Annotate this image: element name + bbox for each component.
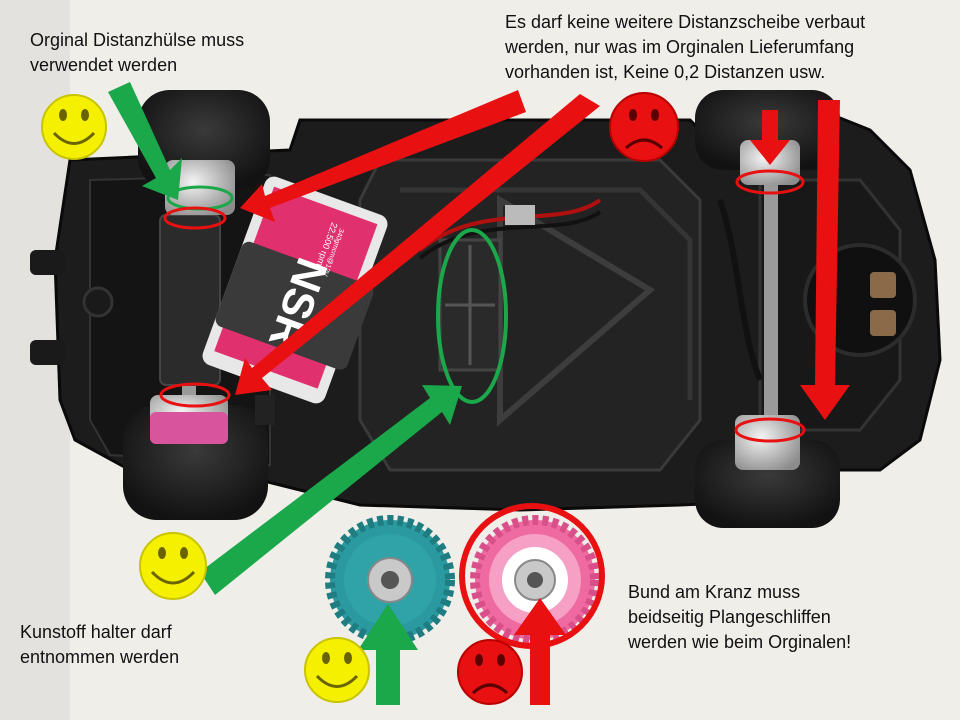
annotation-plastic-holder: Kunstoff halter darf entnommen werden bbox=[20, 622, 180, 667]
annotation-no-extra-spacer: Es darf keine weitere Distanzscheibe ver… bbox=[505, 12, 866, 82]
plastic-holder-ellipse bbox=[436, 228, 508, 404]
sad-smiley-icon bbox=[457, 639, 523, 705]
ok-arrows bbox=[108, 82, 462, 705]
front-axle bbox=[764, 120, 778, 450]
bad-arrows bbox=[235, 90, 850, 705]
annotation-original-spacer: Orginal Distanzhülse muss verwendet werd… bbox=[30, 30, 245, 75]
teal-spur-gear bbox=[325, 515, 455, 645]
happy-smiley-icon bbox=[139, 532, 207, 600]
motor: NSR 22.500 rpm 340gmcm@12V bbox=[202, 176, 388, 425]
happy-smiley-icon bbox=[41, 94, 107, 160]
bad-spacer-ellipse-front-top bbox=[735, 169, 805, 195]
bad-spacer-ellipse-front-bottom bbox=[734, 417, 806, 443]
bad-spacer-ellipse-rear-bottom bbox=[159, 382, 231, 408]
annotation-gear-hub: Bund am Kranz muss beidseitig Plangeschl… bbox=[628, 582, 852, 652]
happy-smiley-icon bbox=[304, 637, 370, 703]
front-right-tire bbox=[695, 415, 840, 528]
bad-spacer-ellipse-rear-top bbox=[163, 206, 227, 230]
rear-right-tire bbox=[123, 395, 268, 520]
sad-smiley-icon bbox=[609, 92, 679, 162]
